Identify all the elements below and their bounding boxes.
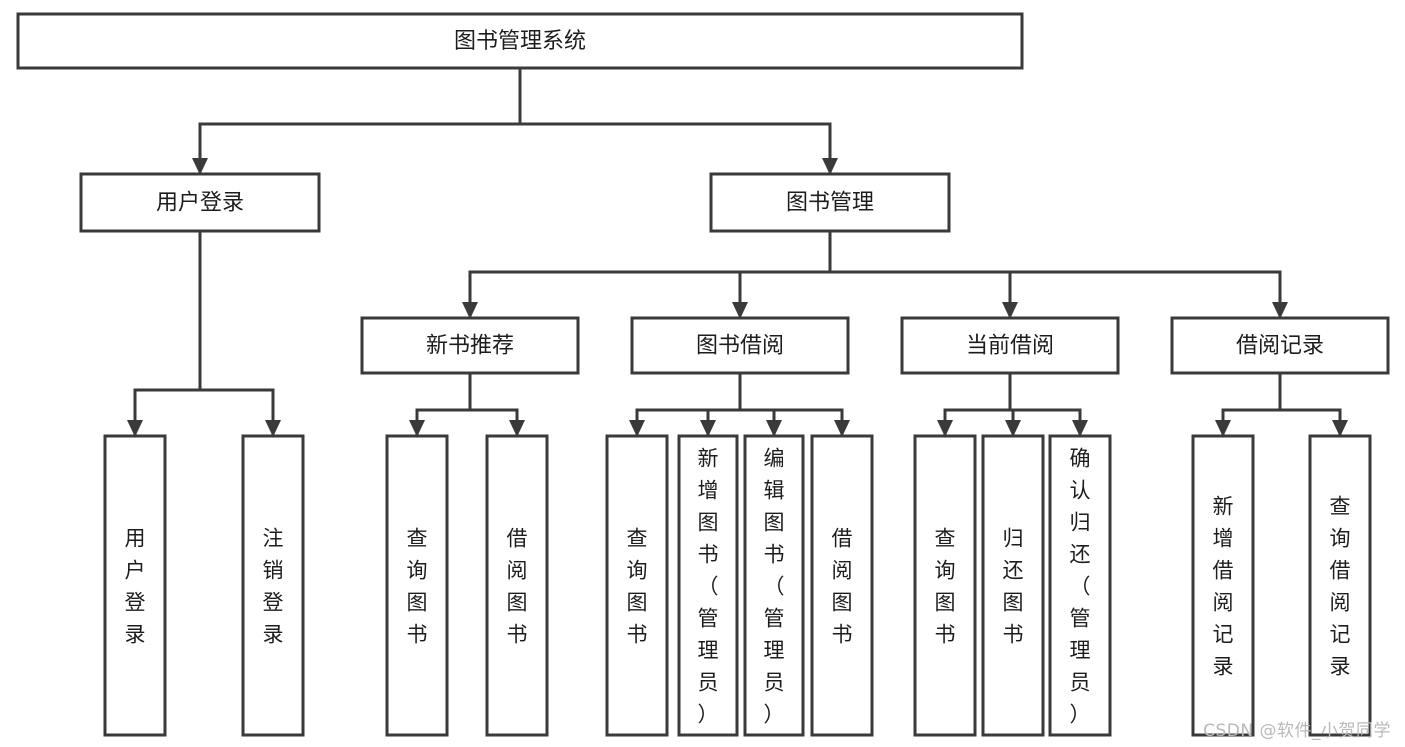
node-l3-0[interactable]: 新书推荐 (360, 316, 580, 375)
arrow-head-icon (1072, 420, 1088, 437)
node-box[interactable] (677, 434, 739, 737)
node-label: 用户登录 (125, 527, 146, 647)
arrow-head-icon (462, 302, 478, 319)
node-box[interactable] (360, 316, 580, 375)
node-box[interactable] (709, 172, 951, 233)
node-leaf-8[interactable]: 查询图书 (913, 434, 977, 737)
node-box[interactable] (1308, 434, 1372, 737)
node-root-0[interactable]: 图书管理系统 (16, 12, 1024, 70)
node-leaf-6[interactable]: 编辑图书（管理员） (743, 434, 805, 737)
node-label: 注销登录 (263, 527, 284, 647)
node-leaf-9[interactable]: 归还图书 (981, 434, 1045, 737)
arrow-head-icon (700, 420, 716, 437)
node-label: 图书管理 (786, 191, 874, 216)
arrow-head-icon (192, 158, 208, 175)
node-leaf-1[interactable]: 注销登录 (241, 434, 305, 737)
arrow-head-icon (834, 420, 850, 437)
node-label: 新增借阅记录 (1213, 495, 1234, 679)
node-leaf-5[interactable]: 新增图书（管理员） (677, 434, 739, 737)
node-label: 图书借阅 (696, 334, 784, 359)
node-box[interactable] (981, 434, 1045, 737)
node-label: 编辑图书（管理员） (764, 447, 785, 727)
arrow-head-icon (1005, 420, 1021, 437)
arrow-head-icon (1332, 420, 1348, 437)
node-box[interactable] (630, 316, 850, 375)
node-leaf-4[interactable]: 查询图书 (605, 434, 669, 737)
node-leaf-3[interactable]: 借阅图书 (485, 434, 549, 737)
node-label: 查询图书 (935, 527, 956, 647)
node-box[interactable] (743, 434, 805, 737)
arrow-head-icon (766, 420, 782, 437)
node-box[interactable] (605, 434, 669, 737)
node-leaf-7[interactable]: 借阅图书 (810, 434, 874, 737)
node-label: 借阅记录 (1236, 334, 1324, 359)
node-l3-2[interactable]: 当前借阅 (900, 316, 1120, 375)
node-box[interactable] (810, 434, 874, 737)
node-leaf-0[interactable]: 用户登录 (103, 434, 167, 737)
node-box[interactable] (913, 434, 977, 737)
connector-layer (127, 66, 1348, 437)
node-l3-1[interactable]: 图书借阅 (630, 316, 850, 375)
arrow-head-icon (127, 420, 143, 437)
arrow-head-icon (265, 420, 281, 437)
node-leaf-11[interactable]: 新增借阅记录 (1191, 434, 1255, 737)
node-box[interactable] (1191, 434, 1255, 737)
node-box[interactable] (103, 434, 167, 737)
node-l2-1[interactable]: 图书管理 (709, 172, 951, 233)
node-label: 确认归还（管理员） (1070, 447, 1091, 727)
node-label: 当前借阅 (966, 334, 1054, 359)
arrow-head-icon (409, 420, 425, 437)
arrow-head-icon (822, 158, 838, 175)
arrow-head-icon (937, 420, 953, 437)
node-box[interactable] (16, 12, 1024, 70)
node-label: 新增图书（管理员） (698, 447, 719, 727)
node-box[interactable] (1170, 316, 1390, 375)
node-label: 查询图书 (407, 527, 428, 647)
arrow-head-icon (509, 420, 525, 437)
node-label: 查询借阅记录 (1330, 495, 1351, 679)
node-label: 归还图书 (1003, 527, 1024, 647)
arrow-head-icon (1215, 420, 1231, 437)
node-box[interactable] (241, 434, 305, 737)
node-box[interactable] (1048, 434, 1112, 737)
arrow-head-icon (629, 420, 645, 437)
node-layer: 图书管理系统用户登录图书管理新书推荐图书借阅当前借阅借阅记录用户登录注销登录查询… (16, 12, 1390, 737)
node-label: 查询图书 (627, 527, 648, 647)
node-box[interactable] (900, 316, 1120, 375)
node-leaf-2[interactable]: 查询图书 (385, 434, 449, 737)
node-box[interactable] (79, 172, 321, 233)
node-l2-0[interactable]: 用户登录 (79, 172, 321, 233)
arrow-head-icon (732, 302, 748, 319)
node-label: 借阅图书 (832, 527, 853, 647)
node-label: 新书推荐 (426, 334, 514, 359)
arrow-head-icon (1272, 302, 1288, 319)
node-label: 用户登录 (156, 191, 244, 216)
node-leaf-10[interactable]: 确认归还（管理员） (1048, 434, 1112, 737)
node-label: 图书管理系统 (454, 29, 586, 54)
node-l3-3[interactable]: 借阅记录 (1170, 316, 1390, 375)
watermark-label: CSDN @软件_小贺同学 (1203, 721, 1391, 741)
node-label: 借阅图书 (507, 527, 528, 647)
node-box[interactable] (385, 434, 449, 737)
node-leaf-12[interactable]: 查询借阅记录 (1308, 434, 1372, 737)
node-box[interactable] (485, 434, 549, 737)
arrow-head-icon (1002, 302, 1018, 319)
